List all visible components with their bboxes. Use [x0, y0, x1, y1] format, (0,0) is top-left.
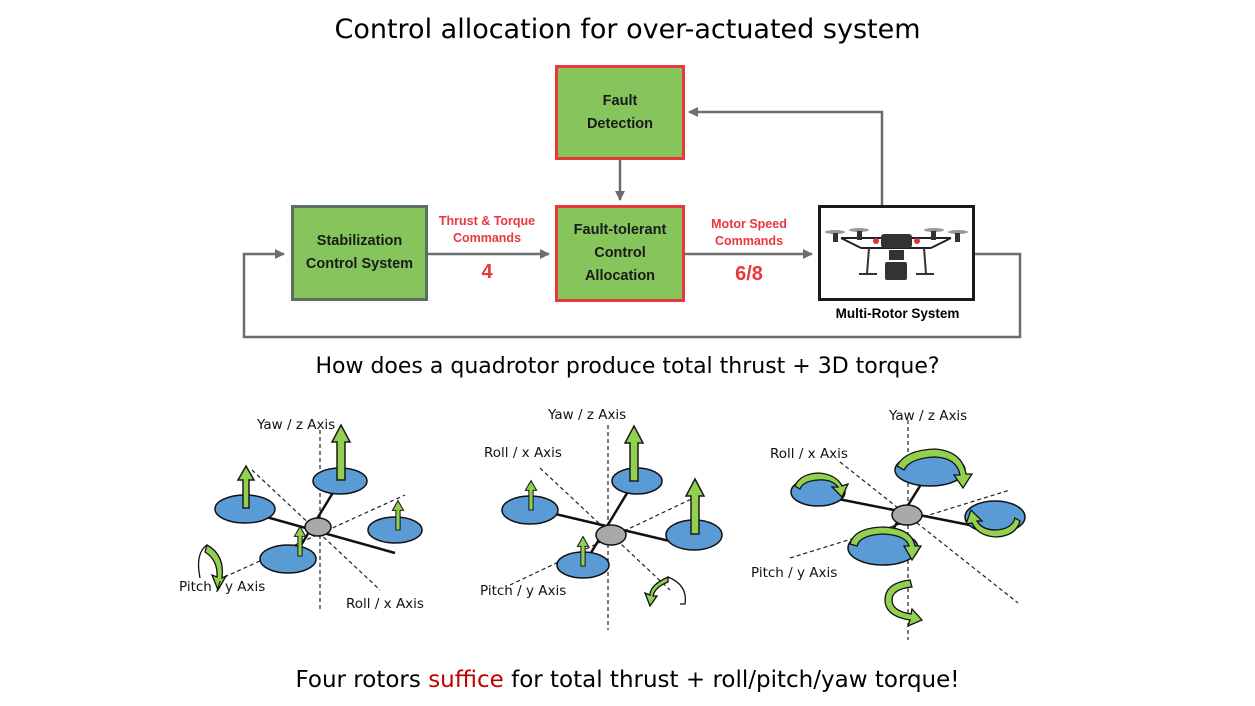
thrust-label-line-2: Commands	[452, 231, 522, 245]
quad-1-roll-label: Roll / x Axis	[346, 596, 424, 612]
quad-3-roll-label: Roll / x Axis	[770, 446, 848, 462]
footer-after: for total thrust + roll/pitch/yaw torque…	[503, 667, 960, 693]
quad-2-pitch-label: Pitch / y Axis	[480, 583, 566, 599]
quad-2: Yaw / z Axis Roll / x Axis Pitch / y Axi…	[480, 407, 723, 630]
subtitle: How does a quadrotor produce total thrus…	[315, 354, 940, 379]
quad-1: Yaw / z Axis Pitch / y Axis Roll / x Axi…	[179, 417, 424, 612]
drone-image	[825, 228, 968, 280]
quad-2-roll-label: Roll / x Axis	[484, 445, 562, 461]
quad-3-yaw-label: Yaw / z Axis	[888, 408, 967, 424]
thrust-torque-label: Thrust & Torque Commands	[428, 213, 546, 247]
allocation-line-1: Fault-tolerant	[573, 222, 667, 238]
multirotor-label: Multi-Rotor System	[835, 306, 960, 321]
thrust-count: 4	[481, 261, 493, 283]
stabilization-line-2: Control System	[305, 256, 414, 272]
footer-highlight: suffice	[428, 667, 504, 693]
motor-speed-label: Motor Speed Commands	[690, 216, 808, 250]
allocation-block: Fault-tolerant Control Allocation	[555, 205, 685, 302]
quad-3-pitch-label: Pitch / y Axis	[751, 565, 837, 581]
allocation-line-3: Allocation	[584, 268, 656, 284]
fault-detection-block: Fault Detection	[555, 65, 685, 160]
motor-label-line-1: Motor Speed	[711, 217, 787, 231]
slide-title: Control allocation for over-actuated sys…	[334, 14, 921, 45]
stabilization-block: Stabilization Control System	[291, 205, 428, 301]
allocation-line-2: Control	[594, 245, 646, 261]
fault-detection-line-1: Fault	[602, 92, 638, 109]
quad-3: Yaw / z Axis Roll / x Axis Pitch / y Axi…	[751, 408, 1026, 640]
quad-1-pitch-label: Pitch / y Axis	[179, 579, 265, 595]
footer-before: Four rotors	[295, 667, 429, 693]
quad-1-yaw-label: Yaw / z Axis	[256, 417, 335, 433]
thrust-label-line-1: Thrust & Torque	[438, 214, 536, 228]
multirotor-block	[818, 205, 975, 301]
quad-2-yaw-label: Yaw / z Axis	[547, 407, 626, 423]
motor-count: 6/8	[735, 263, 763, 285]
stabilization-line-1: Stabilization	[316, 233, 403, 249]
footer-text: Four rotors suffice for total thrust + r…	[0, 667, 1255, 693]
motor-label-line-2: Commands	[714, 234, 784, 248]
fault-detection-line-2: Detection	[586, 115, 654, 132]
